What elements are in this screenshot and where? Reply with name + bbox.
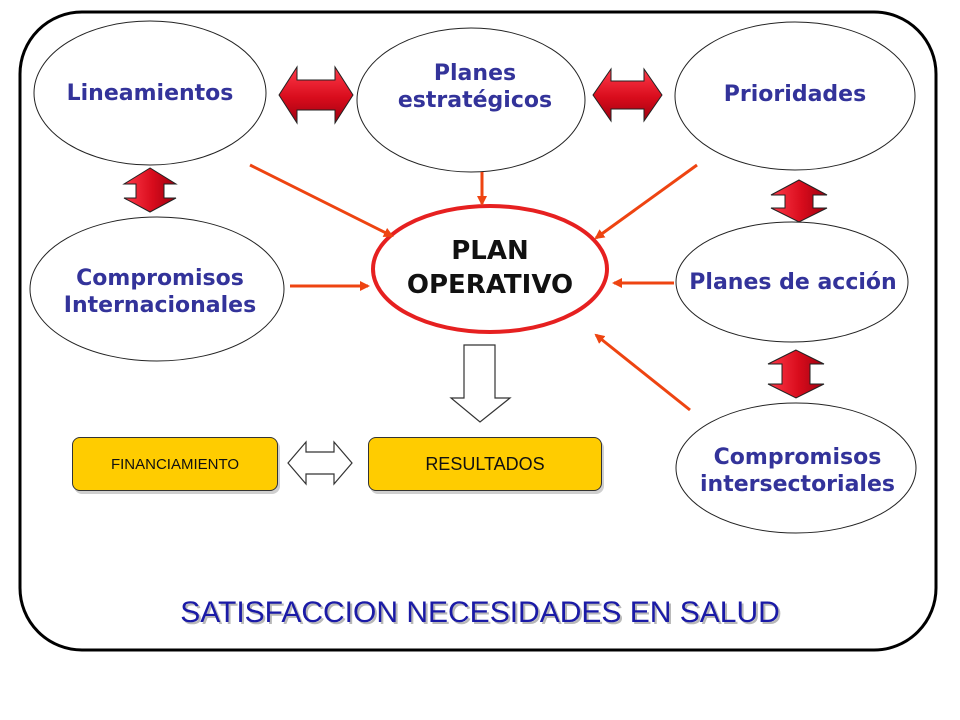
label-resultados: RESULTADOS (425, 453, 545, 474)
node-plan-operativo (371, 204, 609, 334)
node-compromisos-intersectoriales (675, 402, 917, 534)
node-compromisos-internacionales (29, 216, 285, 362)
double-arrow-lineamientos-planes (278, 65, 354, 125)
box-financiamiento: FINANCIAMIENTO (72, 437, 278, 491)
node-planes-accion (675, 221, 909, 343)
double-arrow-planes-prioridades (592, 67, 663, 123)
arrow-lineamientos-to-plan (249, 163, 394, 238)
label-compromisos-intersectoriales: Compromisos intersectoriales (700, 445, 895, 497)
node-prioridades (674, 21, 916, 171)
double-arrow-planes-accion-compromisos (767, 349, 825, 399)
node-lineamientos (33, 20, 267, 166)
footer-title: SATISFACCION NECESIDADES EN SALUD (180, 596, 780, 629)
label-plan-operativo: PLAN OPERATIVO (406, 236, 574, 300)
node-planes-estrategicos (356, 27, 586, 173)
arrow-intersectoriales-to-plan (594, 333, 691, 412)
double-arrow-lineamientos-compromisos (122, 167, 178, 213)
outer-frame (18, 10, 938, 652)
label-planes-estrategicos: Planes estratégicos (397, 61, 553, 113)
box-resultados: RESULTADOS (368, 437, 602, 491)
hollow-double-arrow (287, 440, 353, 486)
label-lineamientos: Lineamientos (66, 80, 234, 106)
label-planes-accion: Planes de acción (689, 269, 897, 295)
double-arrow-prioridades-planes-accion (770, 179, 828, 223)
hollow-down-arrow (449, 344, 512, 423)
label-compromisos-internacionales: Compromisos Internacionales (63, 266, 257, 318)
label-financiamiento: FINANCIAMIENTO (110, 455, 240, 473)
label-prioridades: Prioridades (723, 81, 867, 107)
arrow-prioridades-to-plan (594, 163, 698, 240)
